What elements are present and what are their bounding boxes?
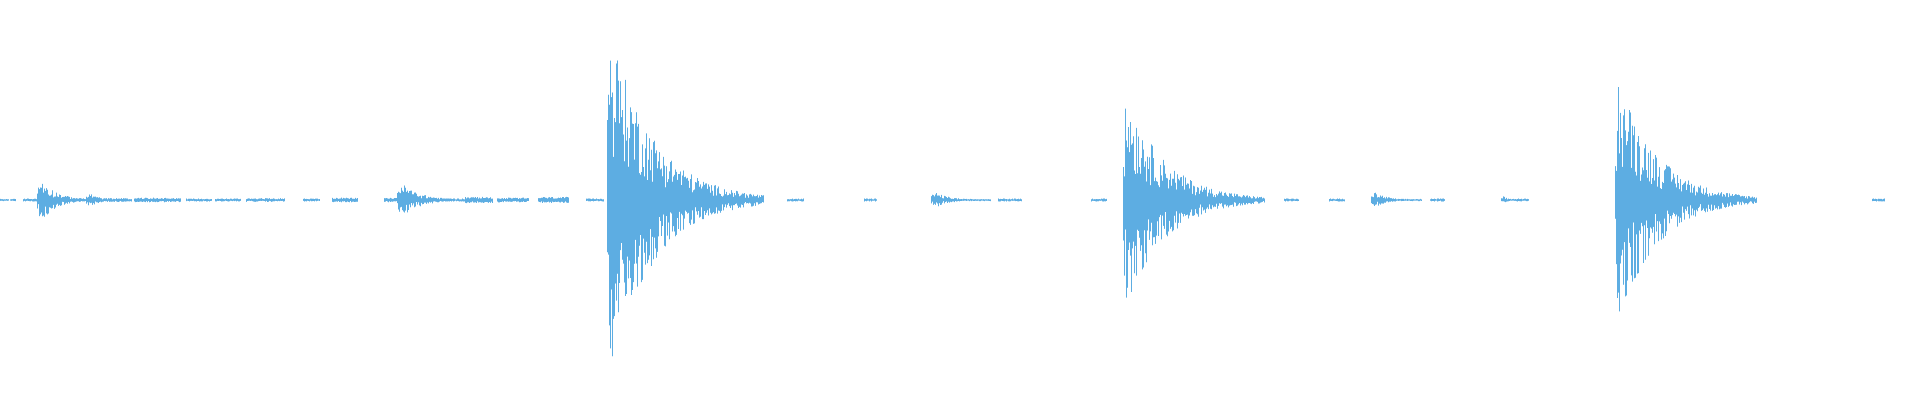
waveform-burst [397,185,469,213]
noise-segment [1284,198,1299,202]
noise-segment [864,198,877,202]
noise-segment [1872,198,1885,202]
noise-segment [586,198,604,202]
noise-segment [215,198,241,202]
noise-segment [23,198,39,202]
noise-segment [134,197,181,203]
noise-segment [0,198,9,202]
noise-segment [303,198,320,202]
noise-segment [1091,198,1107,202]
noise-segment [10,198,16,202]
noise-segment [787,198,804,202]
noise-segment [186,198,212,202]
noise-segment [1430,198,1445,202]
waveform-burst [1615,87,1757,312]
waveform-burst [931,193,991,207]
waveform-burst [1501,196,1522,203]
noise-segment [497,197,529,203]
noise-segment [465,196,493,204]
noise-segment [332,197,358,203]
noise-segment [1329,198,1345,202]
noise-segment [538,196,569,203]
waveform-burst [86,194,128,206]
waveform-burst [1123,108,1265,298]
waveform-burst [607,60,764,357]
noise-segment [246,198,285,202]
waveform-burst [1371,192,1422,206]
noise-segment [998,198,1022,202]
